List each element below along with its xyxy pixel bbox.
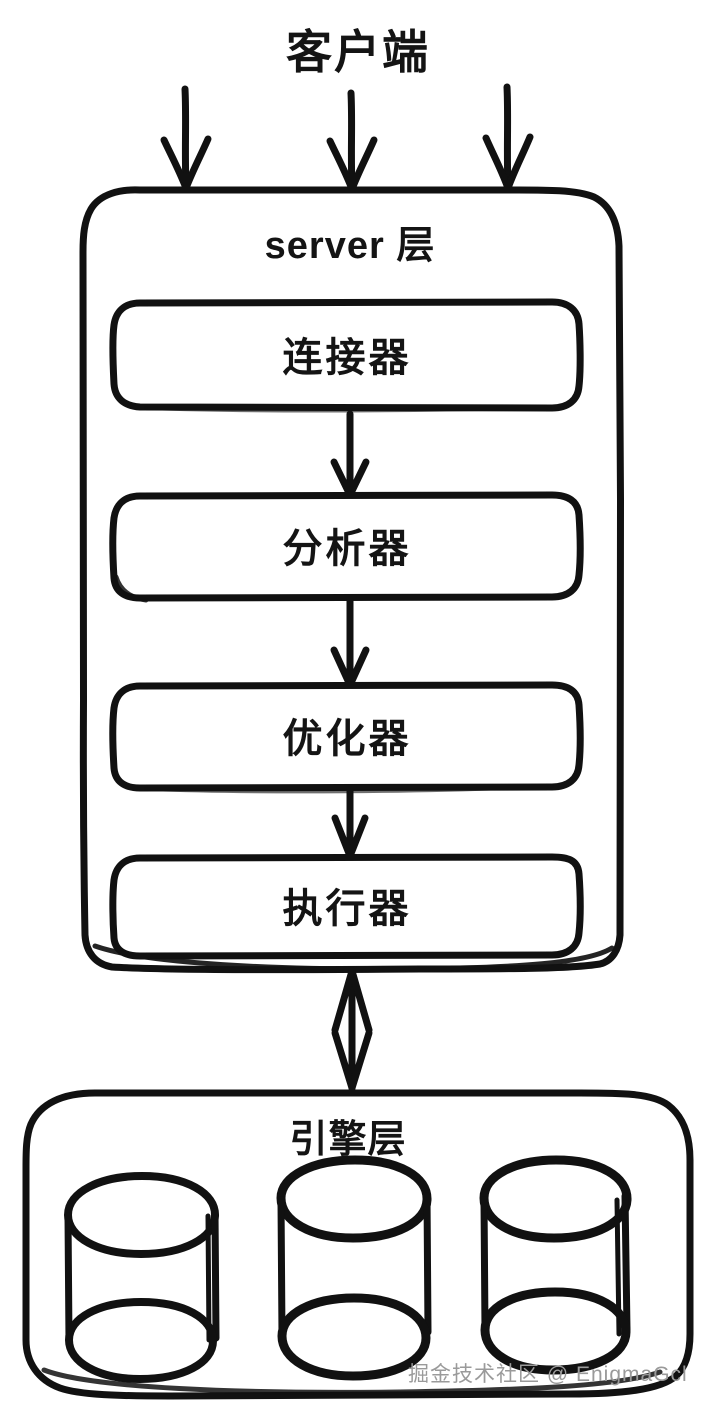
executor-label: 执行器 [282, 887, 412, 931]
optimizer-label: 优化器 [282, 717, 412, 761]
storage-cylinder-3 [479, 1155, 632, 1375]
watermark: 掘金技术社区 @ EnigmaGcl [408, 1363, 688, 1386]
server-layer-title: server 层 [264, 225, 436, 267]
client-title: 客户端 [286, 26, 430, 78]
arrow-analyzer-to-optimizer [330, 596, 370, 689]
arrow-connector-to-analyzer [330, 410, 370, 499]
arrow-optimizer-to-executor [331, 786, 369, 860]
storage-cylinder-2 [276, 1155, 432, 1381]
bidirectional-link-arrow [331, 967, 373, 1092]
storage-cylinder-1 [64, 1172, 220, 1383]
analyzer-label: 分析器 [282, 527, 412, 571]
engine-layer-title: 引擎层 [289, 1119, 407, 1161]
connector-box [109, 298, 584, 413]
connector-label: 连接器 [282, 336, 412, 380]
client-arrow-2 [326, 89, 378, 193]
executor-box [109, 853, 584, 960]
client-arrow-3 [482, 83, 534, 192]
client-arrow-1 [160, 85, 212, 192]
engine-layer-box [22, 1089, 694, 1400]
analyzer-box [109, 491, 584, 603]
optimizer-box [109, 681, 584, 794]
